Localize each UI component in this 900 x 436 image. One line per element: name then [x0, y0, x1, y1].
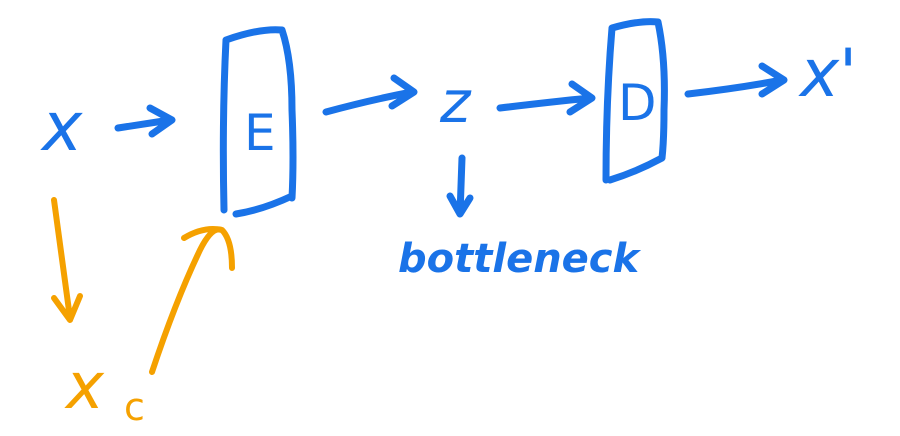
encoder-label: E [244, 104, 276, 162]
node-output-x-prime: x' [798, 35, 857, 112]
bottleneck-label: bottleneck [398, 236, 642, 282]
encoder-box [219, 26, 297, 218]
node-input-x: x [40, 88, 83, 167]
decoder-label: D [618, 74, 657, 132]
arrow-decoder-to-output [684, 62, 788, 98]
arrow-latent-to-decoder [496, 80, 596, 116]
arrow-encoder-to-latent [322, 74, 418, 116]
arrow-latent-to-bottleneck [446, 154, 474, 218]
arrow-input-to-corrupted [51, 197, 83, 323]
node-corrupted-input: x [64, 350, 105, 424]
node-latent-z: z [439, 68, 472, 136]
decoder-box [602, 18, 668, 184]
arrow-corrupted-to-encoder [149, 226, 235, 375]
arrow-input-to-encoder [114, 104, 176, 138]
node-corrupted-subscript: c [124, 385, 145, 429]
